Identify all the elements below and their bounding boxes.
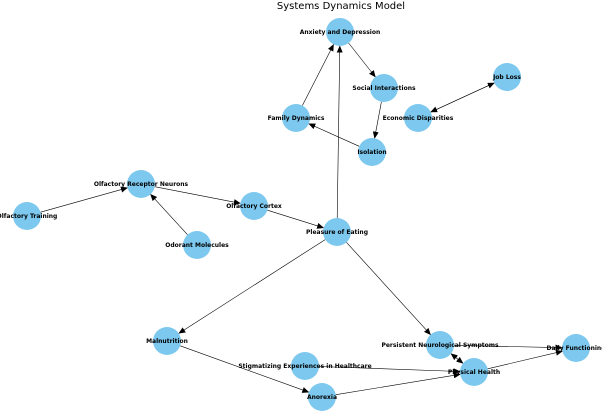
node-orn: Olfactory Receptor Neurons <box>94 170 189 198</box>
node-label-cortex: Olfactory Cortex <box>226 203 282 210</box>
edge-training-to-orn <box>40 186 128 213</box>
node-label-pleasure: Pleasure of Eating <box>306 229 368 236</box>
node-pleasure: Pleasure of Eating <box>306 218 368 246</box>
edge-jobloss-to-economic <box>430 82 495 113</box>
node-family: Family Dynamics <box>268 104 325 132</box>
node-social: Social Interactions <box>352 74 416 102</box>
node-circle-persistent <box>426 331 454 359</box>
node-circle-anorexia <box>308 383 336 411</box>
node-label-jobloss: Job Loss <box>492 74 521 81</box>
edge-physical-to-persistent <box>450 353 464 364</box>
node-circle-odorant <box>183 231 211 259</box>
node-circle-stigma <box>291 352 319 380</box>
node-label-training: Olfactory Training <box>0 213 57 220</box>
edge-odorant-to-orn <box>150 193 188 235</box>
edge-pleasure-to-malnutrition <box>178 239 326 334</box>
node-label-family: Family Dynamics <box>268 115 325 122</box>
node-label-anorexia: Anorexia <box>307 394 337 401</box>
node-persistent: Persistent Neurological Symptoms <box>381 331 499 359</box>
edge-anorexia-to-physical <box>335 372 461 395</box>
node-circle-family <box>282 104 310 132</box>
node-circle-malnutrition <box>153 327 181 355</box>
node-label-stigma: Stigmatizing Experiences in Healthcare <box>238 363 371 370</box>
edge-malnutrition-to-anorexia <box>180 345 310 393</box>
edge-cortex-to-pleasure <box>267 209 325 229</box>
edge-anxiety-to-social <box>348 42 376 78</box>
node-circle-training <box>13 202 41 230</box>
node-label-daily: Daily Functioning <box>547 345 602 352</box>
node-jobloss: Job Loss <box>492 63 521 91</box>
edge-physical-to-daily <box>487 349 563 370</box>
node-label-odorant: Odorant Molecules <box>165 242 229 249</box>
node-isolation: Isolation <box>357 138 387 166</box>
node-circle-orn <box>127 170 155 198</box>
node-cortex: Olfactory Cortex <box>226 192 282 220</box>
node-label-malnutrition: Malnutrition <box>146 338 188 345</box>
node-anxiety: Anxiety and Depression <box>300 18 380 46</box>
node-circle-pleasure <box>323 218 351 246</box>
node-label-persistent: Persistent Neurological Symptoms <box>381 342 499 349</box>
node-label-isolation: Isolation <box>357 149 386 156</box>
edges-layer <box>40 42 563 395</box>
edge-pleasure-to-persistent <box>346 242 431 336</box>
node-malnutrition: Malnutrition <box>146 327 188 355</box>
edge-isolation-to-family <box>308 123 360 147</box>
node-circle-physical <box>460 358 488 386</box>
node-circle-daily <box>562 334 590 362</box>
node-stigma: Stigmatizing Experiences in Healthcare <box>238 352 372 380</box>
node-training: Olfactory Training <box>0 202 57 230</box>
edge-persistent-to-daily <box>453 344 563 351</box>
node-label-orn: Olfactory Receptor Neurons <box>94 181 189 188</box>
edge-social-to-isolation <box>372 101 382 139</box>
node-circle-cortex <box>240 192 268 220</box>
edge-stigma-to-physical <box>318 366 461 375</box>
node-economic: Economic Disparities <box>383 104 454 132</box>
node-circle-social <box>370 74 398 102</box>
edge-family-to-anxiety <box>302 44 334 106</box>
node-circle-isolation <box>358 138 386 166</box>
node-label-social: Social Interactions <box>352 85 416 92</box>
node-circle-jobloss <box>493 63 521 91</box>
node-odorant: Odorant Molecules <box>165 231 229 259</box>
node-label-economic: Economic Disparities <box>383 115 454 122</box>
node-label-physical: Physical Health <box>448 369 500 376</box>
diagram-title: Systems Dynamics Model <box>277 1 405 12</box>
node-anorexia: Anorexia <box>307 383 337 411</box>
edge-orn-to-cortex <box>154 186 241 206</box>
node-label-anxiety: Anxiety and Depression <box>300 29 380 36</box>
node-physical: Physical Health <box>448 358 500 386</box>
node-circle-anxiety <box>326 18 354 46</box>
edge-pleasure-to-anxiety <box>336 45 343 219</box>
node-circle-economic <box>404 104 432 132</box>
node-daily: Daily Functioning <box>547 334 602 362</box>
